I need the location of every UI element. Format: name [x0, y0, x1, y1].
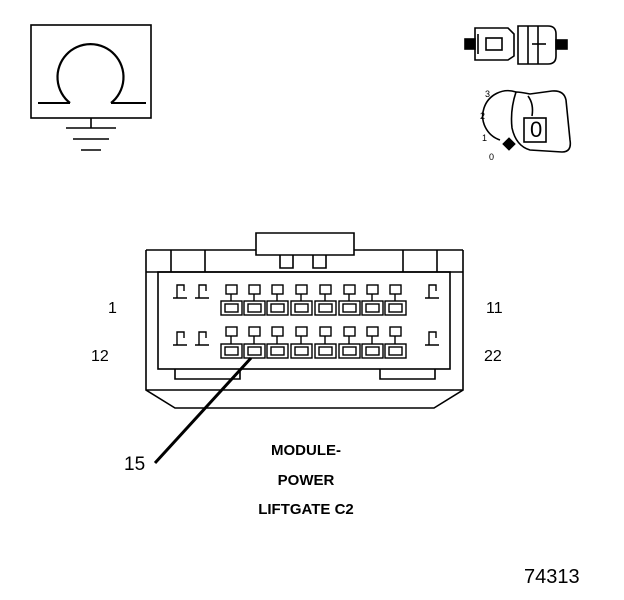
pin-label-bottom-left: 12 [91, 348, 109, 365]
terminal-group-outer [173, 284, 439, 346]
connector-title-line-3: LIFTGATE C2 [258, 501, 354, 518]
figure-id: 74313 [524, 566, 580, 588]
callout-pin-number: 15 [124, 454, 146, 475]
pin-label-bottom-right: 22 [484, 348, 502, 365]
ignition-position-3: 3 [485, 89, 491, 99]
ignition-switch-icon [481, 89, 572, 153]
callout-leader-line [153, 356, 253, 465]
connector-housing [145, 232, 464, 409]
inline-connector-icon [464, 25, 568, 65]
ohm-meter-ground-icon [30, 24, 152, 151]
ignition-position-1: 1 [482, 133, 488, 143]
ignition-position-0: 0 [489, 152, 495, 162]
connector-title-line-1: MODULE- [271, 442, 341, 459]
cavity-row-top [220, 284, 407, 316]
ignition-position-2: 2 [480, 111, 486, 121]
pin-label-top-left: 1 [108, 300, 117, 317]
cavity-row-bottom [220, 326, 407, 359]
pin-label-top-right: 11 [486, 300, 503, 317]
connector-title-line-2: POWER [277, 472, 335, 489]
ignition-key-label: 0 [530, 117, 543, 142]
